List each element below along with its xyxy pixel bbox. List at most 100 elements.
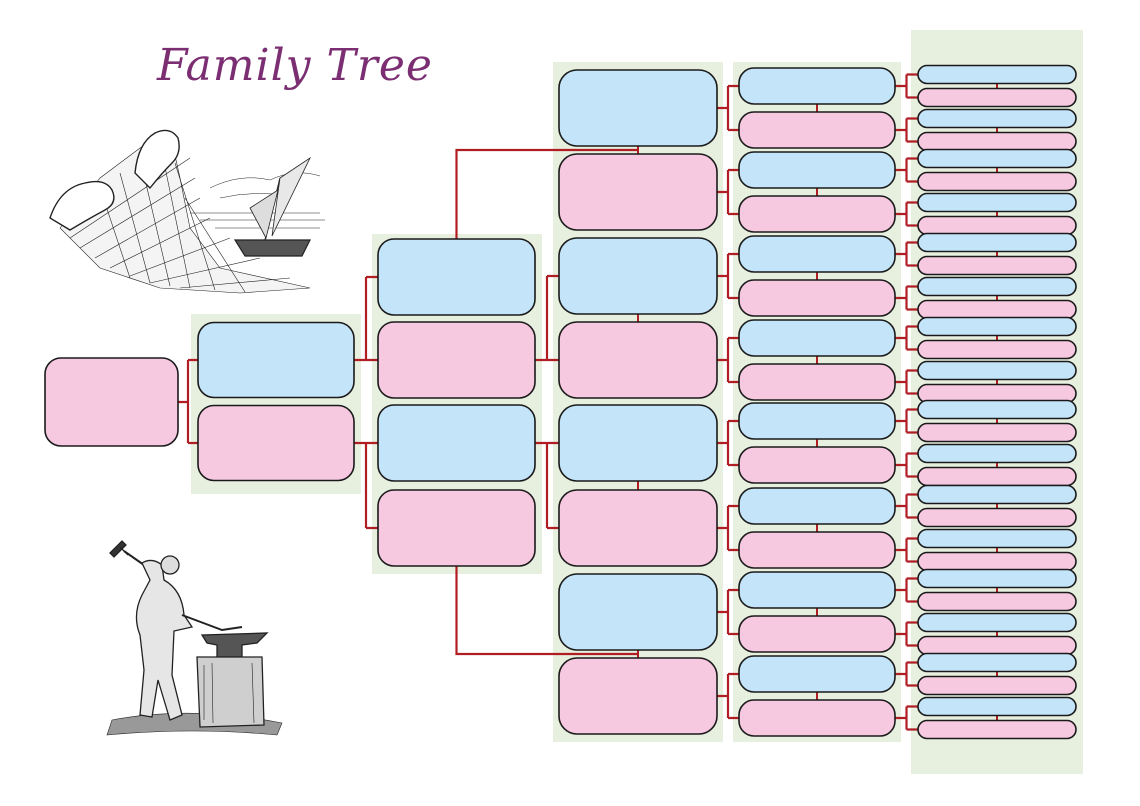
- hammer: [109, 540, 129, 558]
- person-box-g3-3: [558, 321, 718, 399]
- person-box-g4-10: [738, 487, 896, 525]
- person-box-g5-24: [917, 568, 1077, 589]
- person-box-g5-10: [917, 276, 1077, 297]
- person-box-g4-7: [738, 363, 896, 401]
- person-box-g3-1: [558, 153, 718, 231]
- connector-g3-7: [717, 672, 739, 720]
- person-box-g5-7: [917, 215, 1077, 236]
- connector-g4-2: [895, 157, 918, 183]
- connector-g2-1: [535, 274, 559, 362]
- person-box-g5-4: [917, 148, 1077, 169]
- connector-g3-2: [717, 252, 739, 300]
- person-box-g5-0: [917, 64, 1077, 85]
- person-box-g5-14: [917, 360, 1077, 381]
- page-title: Family Tree: [157, 40, 433, 91]
- person-box-g4-4: [738, 235, 896, 273]
- person-box-g4-9: [738, 446, 896, 484]
- person-box-g3-6: [558, 573, 718, 651]
- connector-g3-0: [717, 84, 739, 132]
- person-box-g2-2: [377, 404, 536, 482]
- person-box-g5-19: [917, 466, 1077, 487]
- sailboat: [233, 156, 312, 257]
- anvil: [200, 632, 269, 658]
- person-box-g5-20: [917, 484, 1077, 505]
- person-box-g2-3: [377, 489, 536, 567]
- connector-g4-3: [895, 201, 918, 227]
- connector-g4-12: [895, 577, 918, 603]
- smith-figure: [135, 559, 194, 721]
- anvil-block: [196, 656, 265, 728]
- person-box-g2-1: [377, 321, 536, 399]
- person-box-g5-13: [917, 339, 1077, 360]
- person-box-g5-8: [917, 232, 1077, 253]
- person-box-g1-0: [197, 321, 355, 399]
- person-box-g3-5: [558, 489, 718, 567]
- connector-g4-15: [895, 705, 918, 731]
- person-box-g4-3: [738, 195, 896, 233]
- connector-g2-3: [455, 566, 638, 656]
- connector-g4-0: [895, 73, 918, 99]
- connector-g4-6: [895, 325, 918, 351]
- person-box-g5-16: [917, 399, 1077, 420]
- connector-g4-8: [895, 408, 918, 434]
- person-box-g3-2: [558, 237, 718, 315]
- connector-g4-7: [895, 369, 918, 395]
- person-box-g5-11: [917, 299, 1077, 320]
- person-box-g3-7: [558, 657, 718, 735]
- connector-g1-1: [354, 441, 378, 530]
- person-box-g5-2: [917, 108, 1077, 129]
- person-box-g5-23: [917, 551, 1077, 572]
- person-box-g4-5: [738, 279, 896, 317]
- connector-g3-5: [717, 504, 739, 552]
- connector-g1-0: [354, 275, 378, 362]
- connector-g4-13: [895, 621, 918, 647]
- person-box-g5-29: [917, 675, 1077, 696]
- person-box-g5-26: [917, 612, 1077, 633]
- person-box-g1-1: [197, 404, 355, 482]
- person-box-g2-0: [377, 238, 536, 316]
- person-box-g4-8: [738, 402, 896, 440]
- person-box-g5-17: [917, 422, 1077, 443]
- person-box-g5-27: [917, 635, 1077, 656]
- person-box-g4-1: [738, 111, 896, 149]
- connector-g3-1: [717, 168, 739, 216]
- person-box-g5-9: [917, 255, 1077, 276]
- person-box-g5-6: [917, 192, 1077, 213]
- connector-g4-10: [895, 493, 918, 519]
- person-box-g5-30: [917, 696, 1077, 717]
- connector-g4-4: [895, 241, 918, 267]
- person-box-g5-21: [917, 507, 1077, 528]
- fishing-net: [59, 132, 311, 294]
- blacksmith-illustration: [106, 540, 283, 736]
- left-hand: [49, 180, 115, 231]
- person-box-g5-22: [917, 528, 1077, 549]
- person-box-g3-4: [558, 404, 718, 482]
- person-box-g4-0: [738, 67, 896, 105]
- connector-g2-0: [455, 148, 638, 239]
- connector-g4-14: [895, 661, 918, 687]
- connector-g4-5: [895, 285, 918, 311]
- person-box-g3-0: [558, 69, 718, 147]
- connector-g3-6: [717, 588, 739, 636]
- connector-g0-0: [178, 358, 198, 445]
- person-box-g5-1: [917, 87, 1077, 108]
- connector-g3-3: [717, 336, 739, 384]
- right-hand: [134, 129, 180, 190]
- person-box-g5-12: [917, 316, 1077, 337]
- connector-g4-1: [895, 117, 918, 143]
- connector-g4-9: [895, 452, 918, 478]
- person-box-g4-14: [738, 655, 896, 693]
- person-box-g5-5: [917, 171, 1077, 192]
- connector-g3-4: [717, 419, 739, 467]
- person-box-g0-0: [44, 357, 179, 447]
- person-box-g5-18: [917, 443, 1077, 464]
- person-box-g4-12: [738, 571, 896, 609]
- person-box-g4-6: [738, 319, 896, 357]
- connector-g2-2: [535, 441, 559, 530]
- fishing-net-illustration: [49, 129, 325, 294]
- person-box-g4-15: [738, 699, 896, 737]
- person-box-g5-28: [917, 652, 1077, 673]
- person-box-g4-13: [738, 615, 896, 653]
- connector-g4-11: [895, 537, 918, 563]
- person-box-g5-31: [917, 719, 1077, 740]
